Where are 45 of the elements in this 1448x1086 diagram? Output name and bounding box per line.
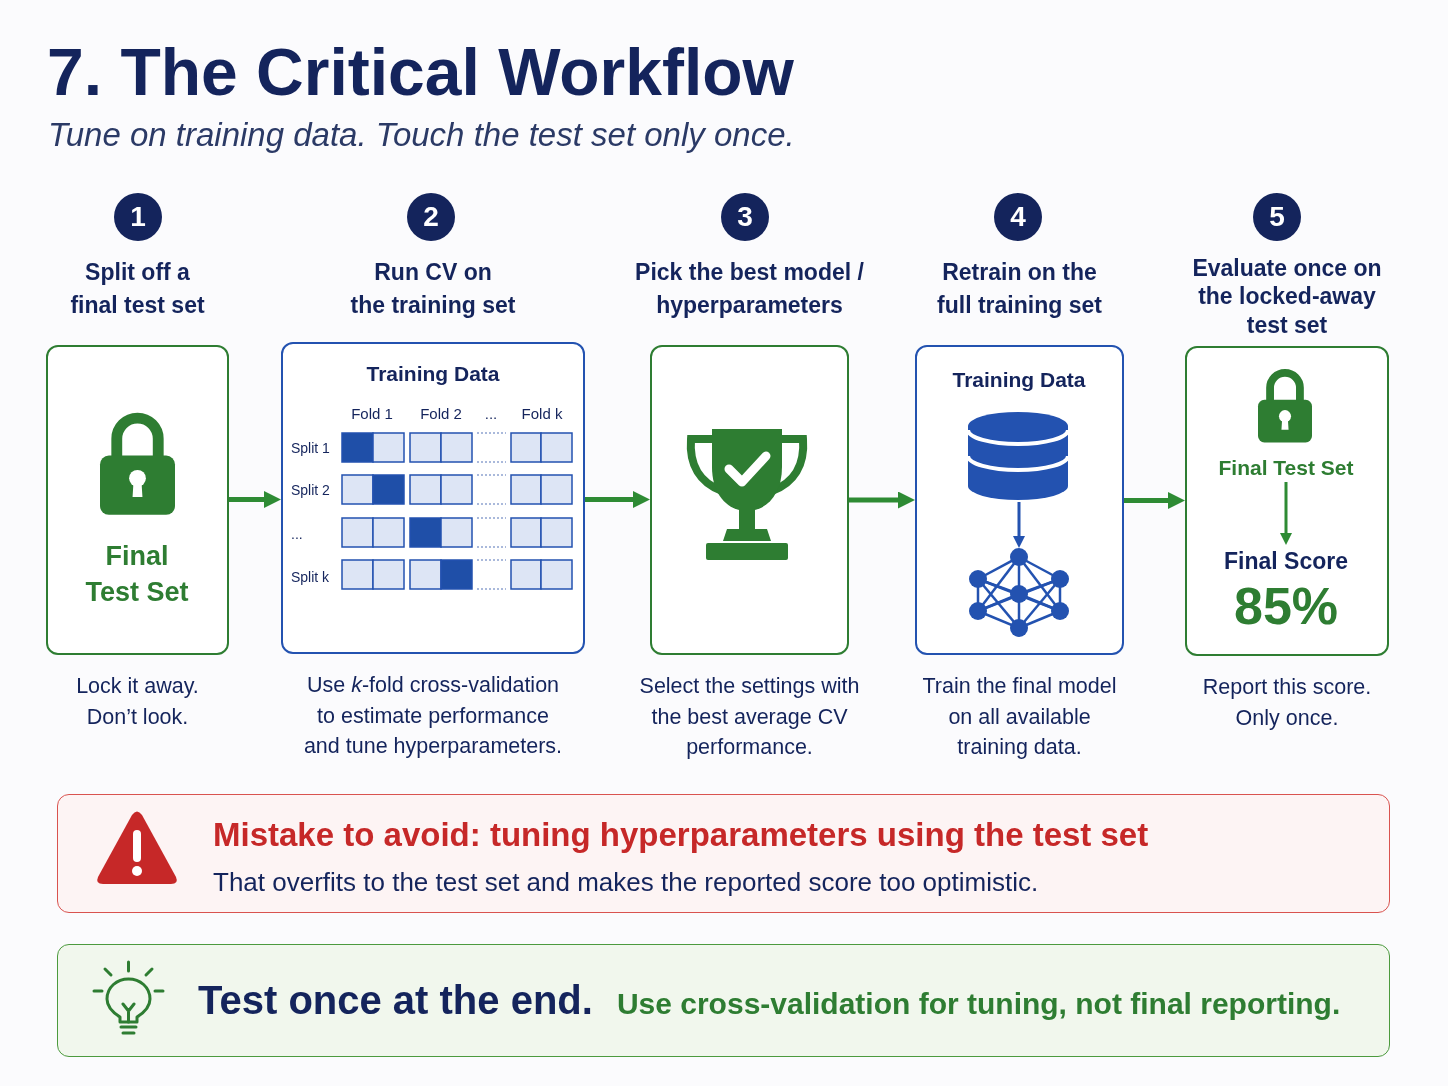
step-heading: Retrain on the full training set: [937, 258, 1102, 320]
row-label: Split 2: [291, 481, 330, 500]
subtitle: Tune on training data. Touch the test set only once.: [48, 115, 795, 155]
box-title: Training Data: [366, 361, 500, 387]
page-title: 7. The Critical Workflow: [47, 39, 794, 105]
tip-panel: [57, 944, 1390, 1057]
score-label: Final Score: [1224, 547, 1348, 576]
box-label: Final Test Set: [1218, 454, 1354, 482]
arrow: [1013, 502, 1025, 548]
step-description: Select the settings with the best average CV performance.: [639, 673, 860, 761]
row-label: ...: [291, 525, 303, 544]
arrow: [849, 491, 915, 509]
tip-text: Use cross-validation for tuning, not final reporting.: [616, 986, 1341, 1022]
column-header: ...: [484, 404, 498, 424]
warning-heading: Mistake to avoid: tuning hyperparameters using the test set: [213, 815, 1149, 855]
row-label: Split k: [291, 568, 330, 587]
warning-text: That overfits to the test set and makes the reported score too optimistic.: [213, 866, 1039, 899]
step-number-circle: 1: [114, 193, 162, 241]
tip-heading: Test once at the end.: [198, 977, 593, 1024]
column-header: Fold 1: [351, 404, 393, 424]
step-description: Lock it away. Don’t look.: [76, 673, 199, 731]
step-number-circle: 4: [994, 193, 1042, 241]
step-heading: Evaluate once on the locked-away test set: [1192, 253, 1382, 339]
box-label: Final Test Set: [85, 540, 189, 609]
step-description: Train the final model on all available training data.: [922, 673, 1117, 761]
arrow: [585, 491, 650, 508]
step-heading: Pick the best model / hyperparameters: [635, 258, 864, 320]
arrow: [1124, 492, 1185, 509]
column-header: Fold 2: [420, 404, 462, 424]
box-title: Training Data: [952, 367, 1086, 393]
row-label: Split 1: [291, 439, 330, 458]
column-header: Fold k: [521, 404, 563, 424]
warning-panel: [57, 794, 1390, 913]
step-number-circle: 3: [721, 193, 769, 241]
step-description: Use k-fold cross-validation to estimate performance and tune hyperparameters.: [303, 672, 563, 760]
arrow: [1280, 482, 1292, 545]
step-heading: Run CV on the training set: [350, 258, 516, 320]
step-number-circle: 5: [1253, 193, 1301, 241]
step-number-circle: 2: [407, 193, 455, 241]
step-heading: Split off a final test set: [70, 258, 205, 320]
score-value: 85%: [1233, 577, 1339, 635]
neural-network-icon: [968, 548, 1070, 637]
database-cylinder: [966, 410, 1070, 502]
step-description: Report this score. Only once.: [1202, 674, 1372, 732]
arrow: [229, 491, 281, 508]
